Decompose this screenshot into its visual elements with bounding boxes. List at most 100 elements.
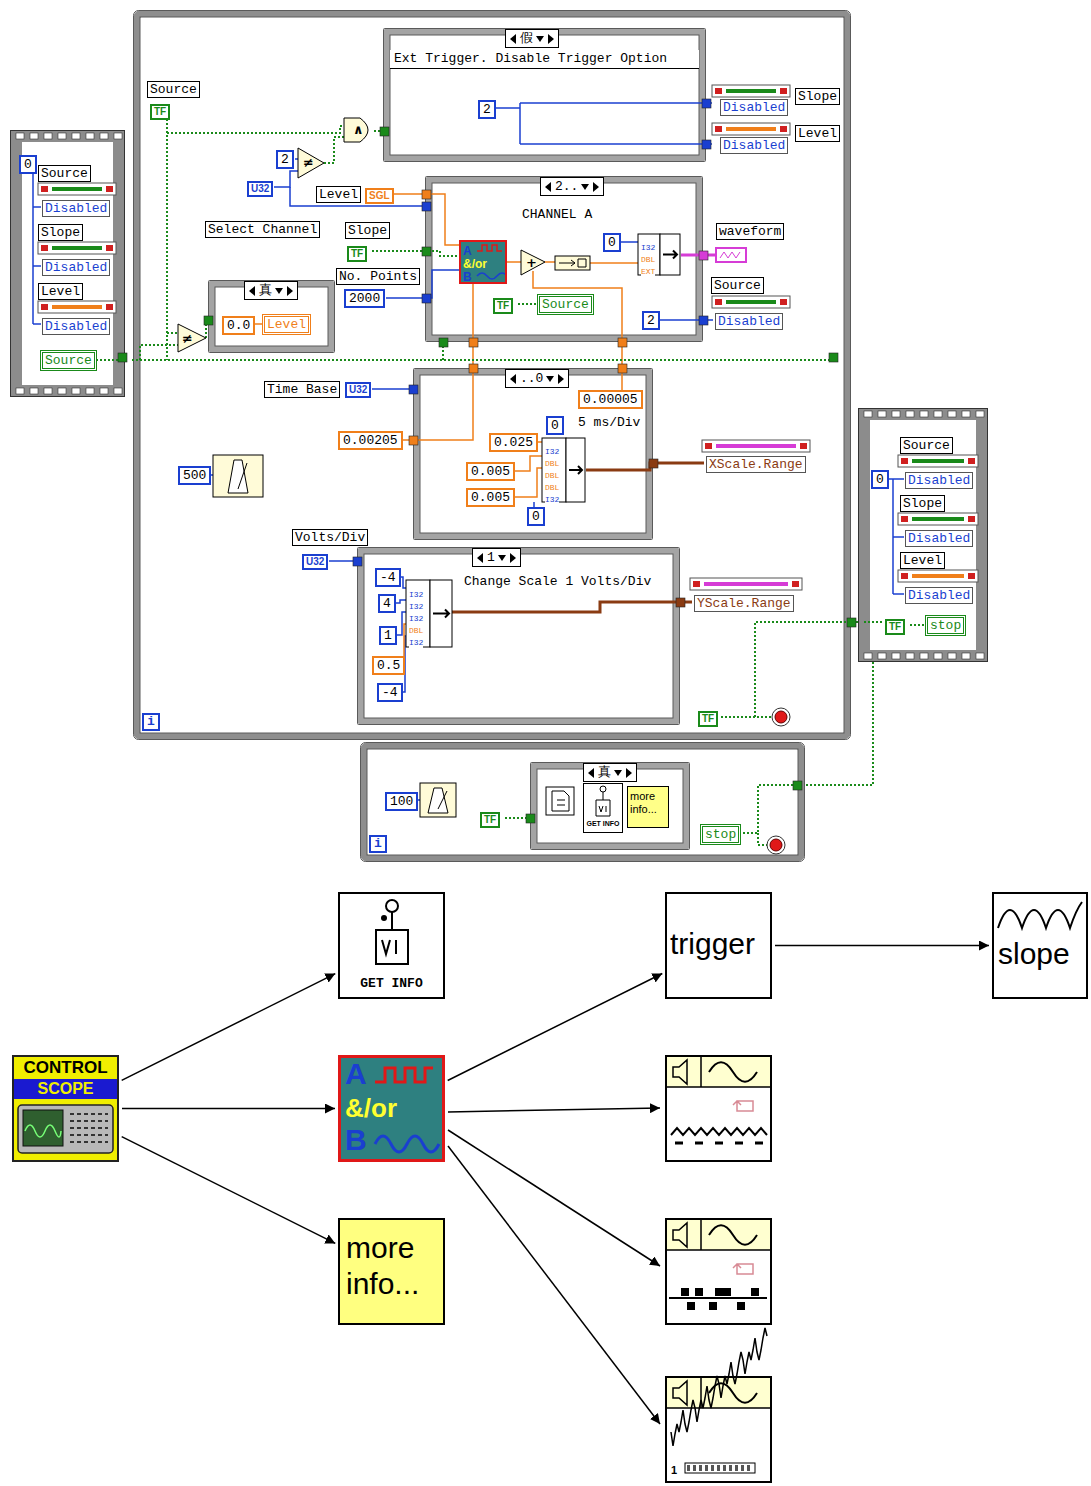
property-flag xyxy=(780,126,787,132)
level-cell xyxy=(717,1465,720,1471)
numeric-constant: 0.005 xyxy=(466,488,515,507)
property-flag xyxy=(800,443,807,449)
subvi-icon: A&/orB xyxy=(338,1055,445,1162)
label-anchor: 0 xyxy=(527,507,545,526)
tunnel xyxy=(469,364,478,373)
text-anchor: trigger xyxy=(670,926,755,962)
text-anchor: A xyxy=(345,1058,367,1090)
label-box: Level xyxy=(900,552,945,569)
property-flag xyxy=(106,245,113,251)
axis-glyph xyxy=(669,1297,767,1299)
film-hole xyxy=(16,133,24,139)
label-anchor: TF xyxy=(150,102,170,120)
label-box: Level xyxy=(795,125,840,142)
label-anchor: Source xyxy=(711,276,764,294)
loop-glyph xyxy=(733,1101,753,1111)
wire xyxy=(864,621,884,623)
wire xyxy=(167,332,178,334)
checker-glyph xyxy=(723,1288,731,1296)
label-anchor: U32 xyxy=(302,552,328,570)
icon-band-lines xyxy=(667,1220,770,1250)
property-flag xyxy=(715,299,722,305)
subvi-icon: more info... xyxy=(338,1218,445,1325)
label-anchor: DBL xyxy=(545,453,559,471)
property-flag xyxy=(715,88,722,94)
level-cell xyxy=(723,1465,726,1471)
numeric-constant: 0 xyxy=(527,507,545,526)
text-anchor: i xyxy=(369,834,387,853)
bundle-type: I32 xyxy=(409,638,423,648)
icon-text: A xyxy=(345,1058,367,1090)
text-anchor: CONTROL xyxy=(14,1058,117,1078)
bundle-type: EXT xyxy=(641,267,655,277)
film-hole xyxy=(100,388,108,394)
label-box: Slope xyxy=(345,222,390,239)
icon-band xyxy=(667,1057,770,1087)
tunnel xyxy=(409,385,418,394)
label-anchor: 1 xyxy=(671,1461,677,1479)
local-variable: Source xyxy=(40,350,97,371)
text-anchor: &/or xyxy=(345,1092,397,1124)
boolean-terminal: TF xyxy=(493,298,513,314)
wire xyxy=(519,103,521,144)
wire xyxy=(755,622,858,717)
label-anchor: 0.00005 xyxy=(578,390,643,409)
icon-text: B xyxy=(345,1124,367,1156)
sound-icon xyxy=(666,1056,771,1161)
film-hole xyxy=(976,653,984,659)
bundle-type: I32 xyxy=(545,495,559,505)
property-flag xyxy=(106,304,113,310)
bundle-type: DBL xyxy=(545,459,559,469)
icon-number: 1 xyxy=(671,1464,677,1477)
bundle-arrow xyxy=(569,466,582,474)
structure-frame-edge xyxy=(364,554,673,718)
structure-frame xyxy=(417,372,650,537)
case-structure: 假Ext Trigger. Disable Trigger Option xyxy=(383,28,706,162)
label-anchor: ∧ xyxy=(353,121,364,139)
case-selector: 2.. xyxy=(555,179,578,194)
film-hole xyxy=(962,411,970,417)
property-stripe xyxy=(912,574,964,578)
tunnel xyxy=(829,353,838,362)
integer-terminal: U32 xyxy=(345,382,371,398)
label-anchor: 2 xyxy=(478,100,496,119)
property-flag xyxy=(693,581,700,587)
icon-text: &/or xyxy=(463,258,487,271)
wire xyxy=(140,345,178,360)
wire xyxy=(893,536,904,538)
film-hole xyxy=(58,133,66,139)
icon-picture xyxy=(14,1101,117,1158)
film-hole xyxy=(44,388,52,394)
operator-symbol: + xyxy=(526,255,537,270)
case-structure: 2..CHANNEL AA&/orB xyxy=(425,176,703,342)
wire xyxy=(887,478,904,480)
label-anchor: Level xyxy=(262,314,311,335)
label-anchor: Disabled xyxy=(720,136,788,154)
structure-frame-edge xyxy=(420,375,646,533)
property-bar xyxy=(38,242,116,254)
level-cell xyxy=(729,1465,732,1471)
wire xyxy=(96,359,118,361)
film-hole xyxy=(114,133,122,139)
icon-band-lines xyxy=(667,1057,770,1087)
selector-arrow xyxy=(546,374,554,384)
selector-arrow xyxy=(587,768,595,778)
structure-frame xyxy=(534,766,687,847)
property-item: Disabled xyxy=(905,587,973,604)
icon-box xyxy=(666,1056,771,1161)
wire xyxy=(586,463,704,470)
property-item: Disabled xyxy=(905,530,973,547)
selector-arrow xyxy=(581,182,589,192)
loop-glyph xyxy=(733,1264,753,1274)
structure-frame xyxy=(212,284,332,350)
film-hole xyxy=(72,133,80,139)
comment-text: 5 ms/Div xyxy=(576,415,642,431)
label-anchor: Slope xyxy=(345,221,390,239)
loop-counter: i xyxy=(142,713,160,731)
numeric-constant: 2000 xyxy=(344,289,385,308)
text-anchor: more info... xyxy=(346,1230,438,1302)
and-gate xyxy=(344,118,368,142)
label-anchor: I32 xyxy=(409,608,423,626)
hierarchy-arrow xyxy=(122,974,336,1081)
label-box: Level xyxy=(316,186,361,203)
